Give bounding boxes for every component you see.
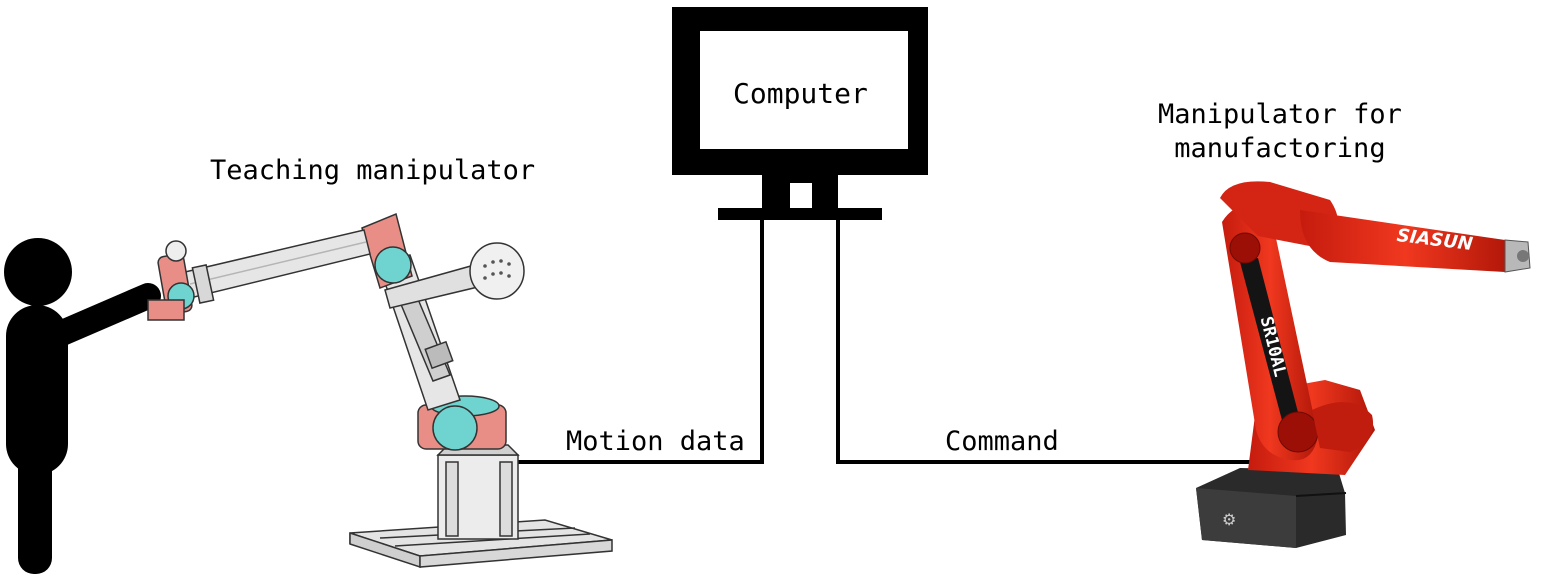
manufacturing-manipulator-label: Manipulator for manufactoring	[1158, 99, 1402, 164]
person-silhouette-icon	[4, 238, 161, 574]
command-label: Command	[945, 426, 1059, 457]
computer-monitor-icon	[672, 7, 928, 220]
motion-data-label: Motion data	[566, 426, 745, 457]
computer-label: Computer	[733, 77, 868, 110]
motion-data-wire	[510, 218, 764, 464]
teaching-manipulator-label: Teaching manipulator	[210, 155, 536, 186]
svg-text:⚙: ⚙	[1222, 510, 1236, 529]
teaching-arm-icon	[147, 212, 613, 569]
command-wire	[836, 218, 1250, 464]
connection-wires	[510, 218, 1250, 464]
industrial-robot-icon: ⚙	[1196, 181, 1531, 548]
teaching-arm-base	[349, 444, 613, 569]
